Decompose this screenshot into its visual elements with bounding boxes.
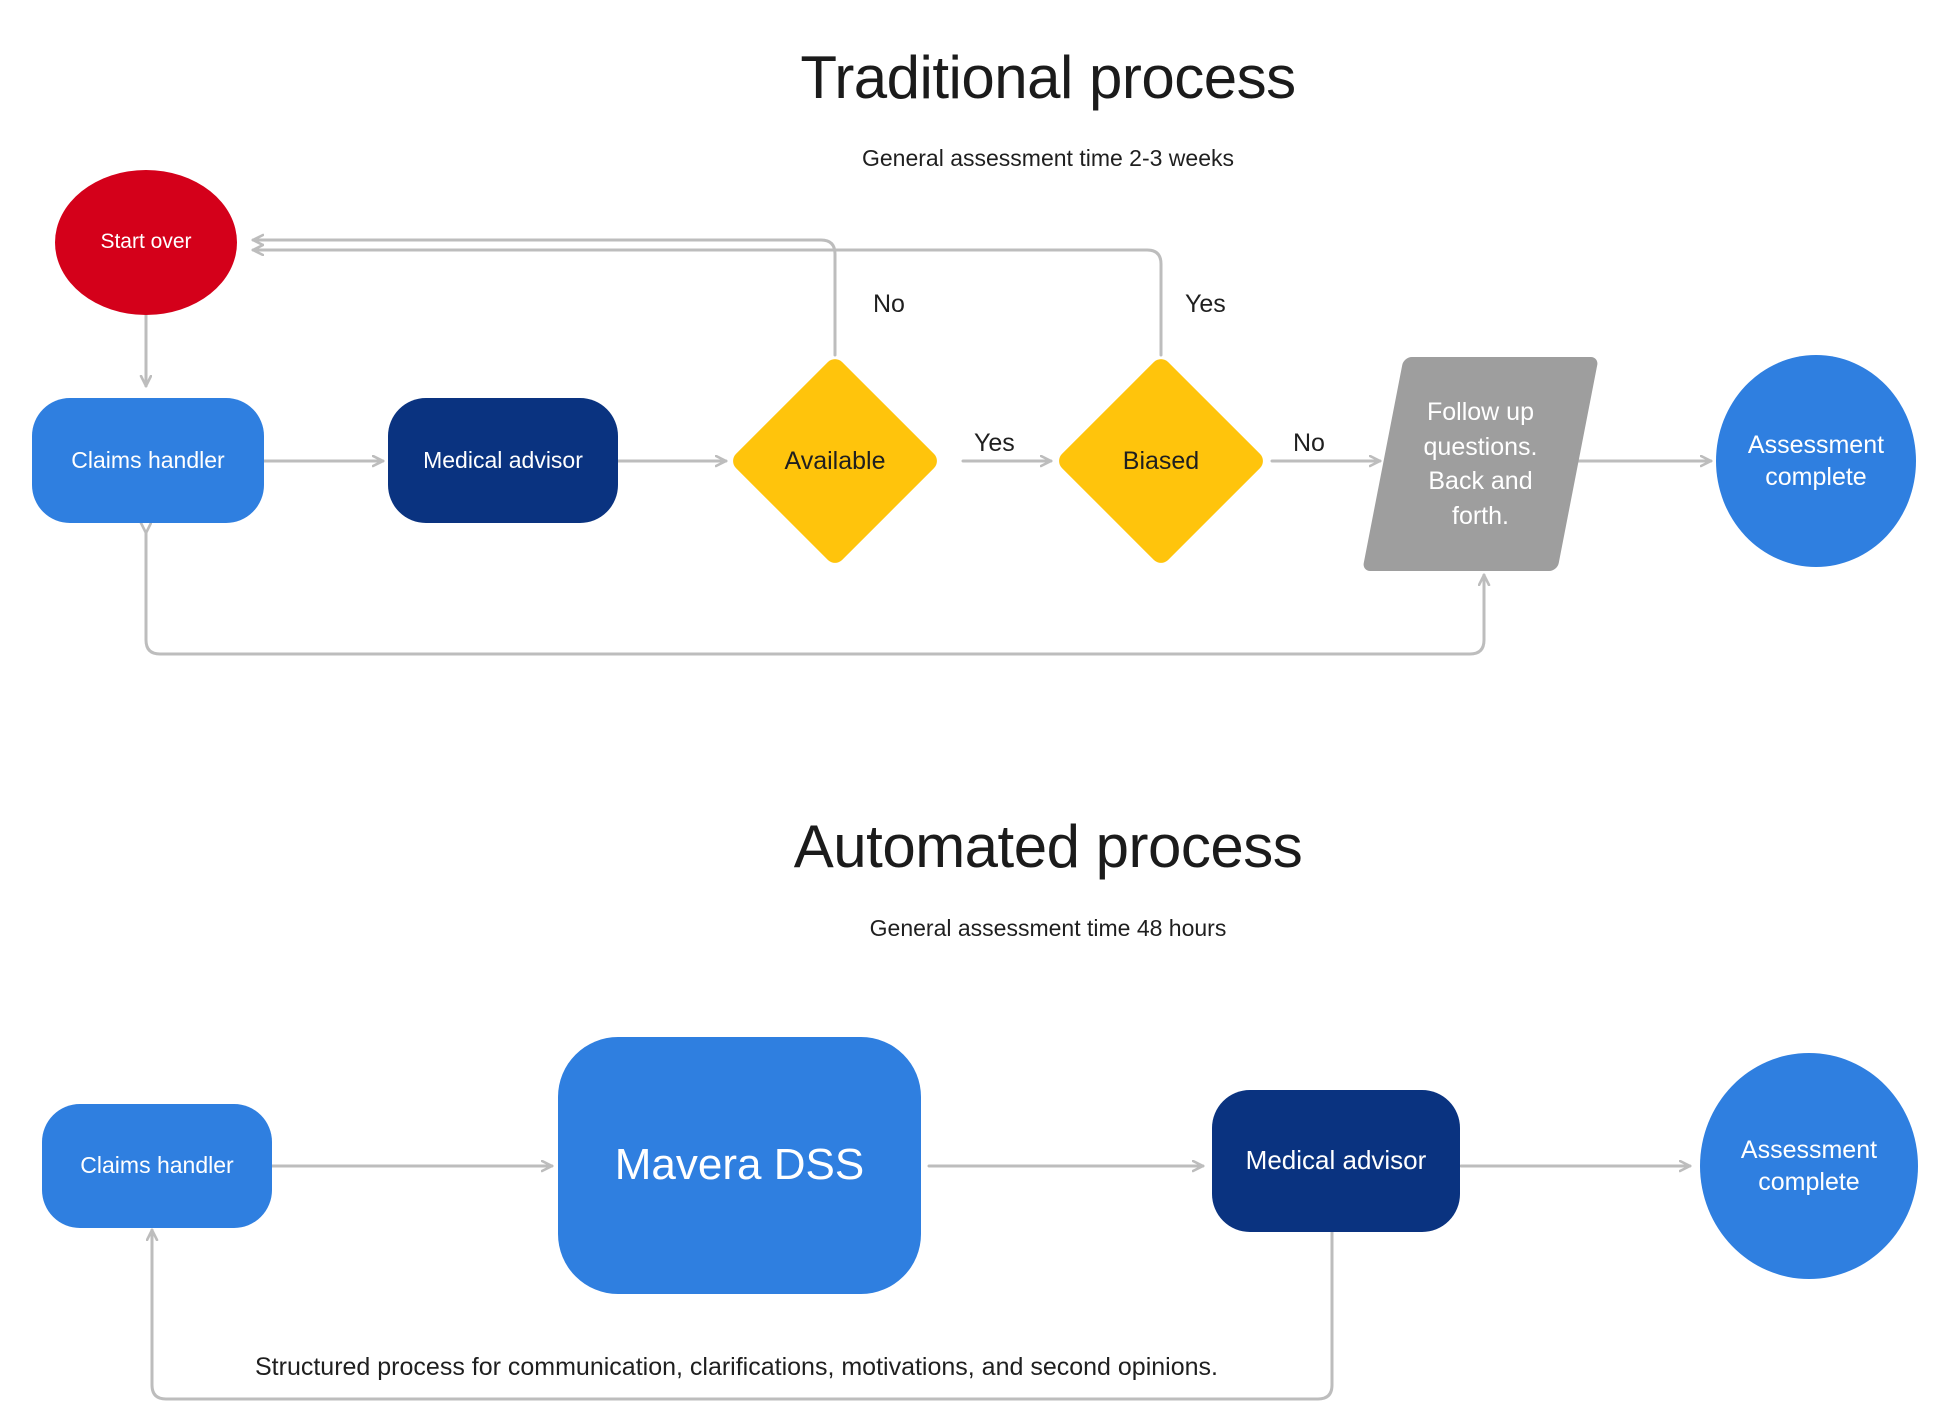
edge-label-available-no: No xyxy=(873,290,905,318)
edge-label-biased-yes: Yes xyxy=(1185,290,1226,318)
node-assessment-complete[interactable]: Assessment complete xyxy=(1716,355,1916,567)
node-medical-advisor-2-label: Medical advisor xyxy=(1245,1145,1427,1176)
node-medical-advisor-label: Medical advisor xyxy=(423,446,583,473)
node-start-over[interactable]: Start over xyxy=(55,170,237,315)
node-assessment-complete-2-label: Assessment complete xyxy=(1740,1136,1878,1196)
edge-label-available-yes: Yes xyxy=(974,429,1015,457)
node-follow-up-label: Follow up questions. Back and forth. xyxy=(1423,398,1538,530)
node-biased[interactable]: Biased xyxy=(1054,354,1268,568)
node-medical-advisor-2[interactable]: Medical advisor xyxy=(1212,1090,1460,1232)
node-mavera-dss[interactable]: Mavera DSS xyxy=(558,1037,921,1294)
traditional-section-subtitle: General assessment time 2-3 weeks xyxy=(862,145,1234,171)
structured-process-loop-note: Structured process for communication, cl… xyxy=(255,1353,1218,1381)
node-claims-handler[interactable]: Claims handler xyxy=(32,398,264,523)
node-follow-up[interactable]: Follow up questions. Back and forth. xyxy=(1362,357,1599,571)
edge-structured-feedback-loop xyxy=(152,1228,1334,1401)
node-mavera-dss-label: Mavera DSS xyxy=(614,1140,865,1190)
node-claims-handler-label: Claims handler xyxy=(71,446,225,473)
node-available-label: Available xyxy=(784,446,886,475)
edge-followup-claimshandler-loop xyxy=(146,533,1484,656)
node-available[interactable]: Available xyxy=(728,354,942,568)
node-biased-label: Biased xyxy=(1122,446,1200,475)
node-claims-handler-2-label: Claims handler xyxy=(80,1152,234,1179)
edge-available-no-startover xyxy=(251,240,837,357)
node-start-over-label: Start over xyxy=(100,230,192,254)
node-medical-advisor[interactable]: Medical advisor xyxy=(388,398,618,523)
node-assessment-complete-label: Assessment complete xyxy=(1747,431,1885,491)
node-claims-handler-2[interactable]: Claims handler xyxy=(42,1104,272,1228)
traditional-section-title: Traditional process xyxy=(800,44,1296,111)
edge-biased-yes-startover xyxy=(251,250,1163,357)
automated-section-subtitle: General assessment time 48 hours xyxy=(869,915,1227,941)
edge-label-biased-no: No xyxy=(1293,429,1325,457)
automated-section-title: Automated process xyxy=(793,813,1303,880)
node-assessment-complete-2[interactable]: Assessment complete xyxy=(1700,1053,1918,1279)
